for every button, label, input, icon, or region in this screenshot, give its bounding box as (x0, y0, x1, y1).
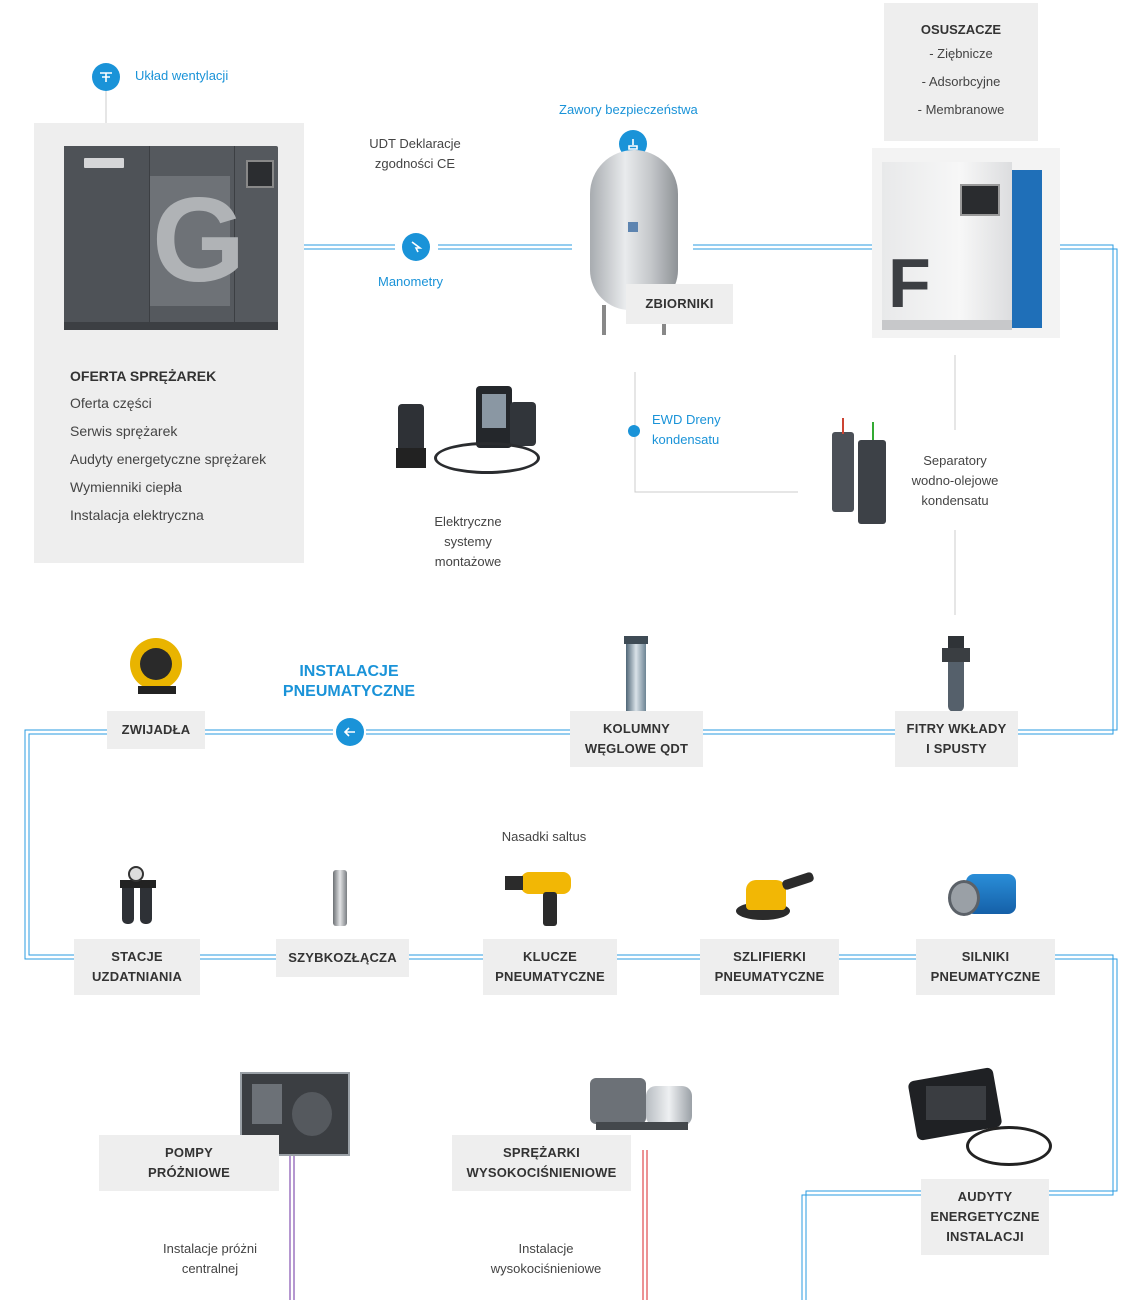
list-item[interactable]: Oferta części (70, 395, 152, 411)
dryers-title[interactable]: OSUSZACZE (920, 22, 1002, 37)
separator-image[interactable] (828, 418, 890, 526)
list-item[interactable]: - Adsorbcyjne (921, 74, 1001, 89)
list-item[interactable]: Wymienniki ciepła (70, 479, 182, 495)
dryers-list: OSUSZACZE - Ziębnicze - Adsorbcyjne - Me… (884, 20, 1038, 124)
ventilation-label[interactable]: Układ wentylacji (135, 68, 229, 83)
high-pressure-compressor-image[interactable] (590, 1068, 696, 1140)
dryer-image[interactable]: F (882, 162, 1046, 330)
f-logo: F (888, 244, 931, 322)
compressor-title[interactable]: OFERTA SPRĘŻAREK (70, 368, 217, 384)
arrow-left-icon[interactable] (336, 718, 364, 746)
audit-kit-image[interactable] (906, 1056, 1054, 1168)
list-item[interactable]: - Membranowe (917, 102, 1005, 117)
list-item[interactable]: - Ziębnicze (929, 46, 993, 61)
compressor-list: Oferta części Serwis sprężarek Audyty en… (70, 389, 266, 529)
motor-image[interactable] (946, 870, 1020, 926)
compressor-image[interactable]: G (64, 146, 278, 330)
saltus-label[interactable]: Nasadki saltus (501, 829, 587, 844)
g-logo: G (152, 173, 246, 307)
list-item[interactable]: Instalacja elektryczna (70, 507, 204, 523)
carbon-column-image[interactable] (622, 636, 650, 712)
pointer-icon[interactable] (402, 233, 430, 261)
valves-label[interactable]: Zawory bezpieczeństwa (559, 102, 698, 117)
ewd-dot-icon (628, 425, 640, 437)
coupling-image[interactable] (330, 870, 350, 926)
manometers-label[interactable]: Manometry (378, 274, 444, 289)
reels-label[interactable]: ZWIJADŁA (107, 711, 205, 749)
wrench-image[interactable] (505, 868, 573, 928)
ventilation-icon[interactable] (92, 63, 120, 91)
list-item[interactable]: Audyty energetyczne sprężarek (70, 451, 267, 467)
vacuum-pump-image[interactable] (240, 1072, 350, 1156)
grinder-image[interactable] (736, 868, 816, 926)
dryers-panel (884, 3, 1038, 141)
electric-tools-image[interactable] (390, 386, 550, 482)
list-item[interactable]: Serwis sprężarek (70, 423, 178, 439)
couplings-label[interactable]: SZYBKOZŁĄCZA (276, 939, 409, 977)
filter-image[interactable] (940, 636, 972, 712)
reel-image[interactable] (130, 638, 184, 696)
tanks-label[interactable]: ZBIORNIKI (626, 284, 733, 324)
station-image[interactable] (120, 862, 156, 928)
